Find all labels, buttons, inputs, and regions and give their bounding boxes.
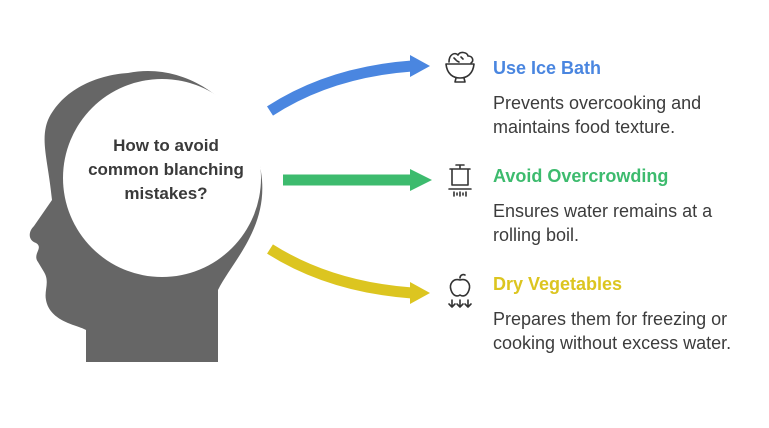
item-description-ice-bath: Prevents overcooking and maintains food … <box>493 93 702 137</box>
item-description-avoid-overcrowding: Ensures water remains at a rolling boil. <box>493 201 713 245</box>
vegetable-drip-icon <box>448 273 472 308</box>
central-question: How to avoid common blanching mistakes? <box>88 136 244 203</box>
ice-bowl-icon <box>445 51 475 83</box>
item-title-avoid-overcrowding: Avoid Overcrowding <box>493 166 669 186</box>
pot-boiling-icon <box>448 164 472 197</box>
arrow-ice-bath <box>267 60 413 116</box>
arrow-dry-vegetables-head <box>410 282 430 304</box>
arrow-dry-vegetables <box>267 244 413 299</box>
item-title-dry-vegetables: Dry Vegetables <box>493 274 623 294</box>
arrow-overcrowding-head <box>410 169 432 191</box>
item-description-dry-vegetables: Prepares them for freezing or cooking wi… <box>493 309 732 353</box>
item-title-ice-bath: Use Ice Bath <box>493 58 602 78</box>
arrow-ice-bath-head <box>410 55 430 77</box>
question-circle <box>63 79 261 277</box>
